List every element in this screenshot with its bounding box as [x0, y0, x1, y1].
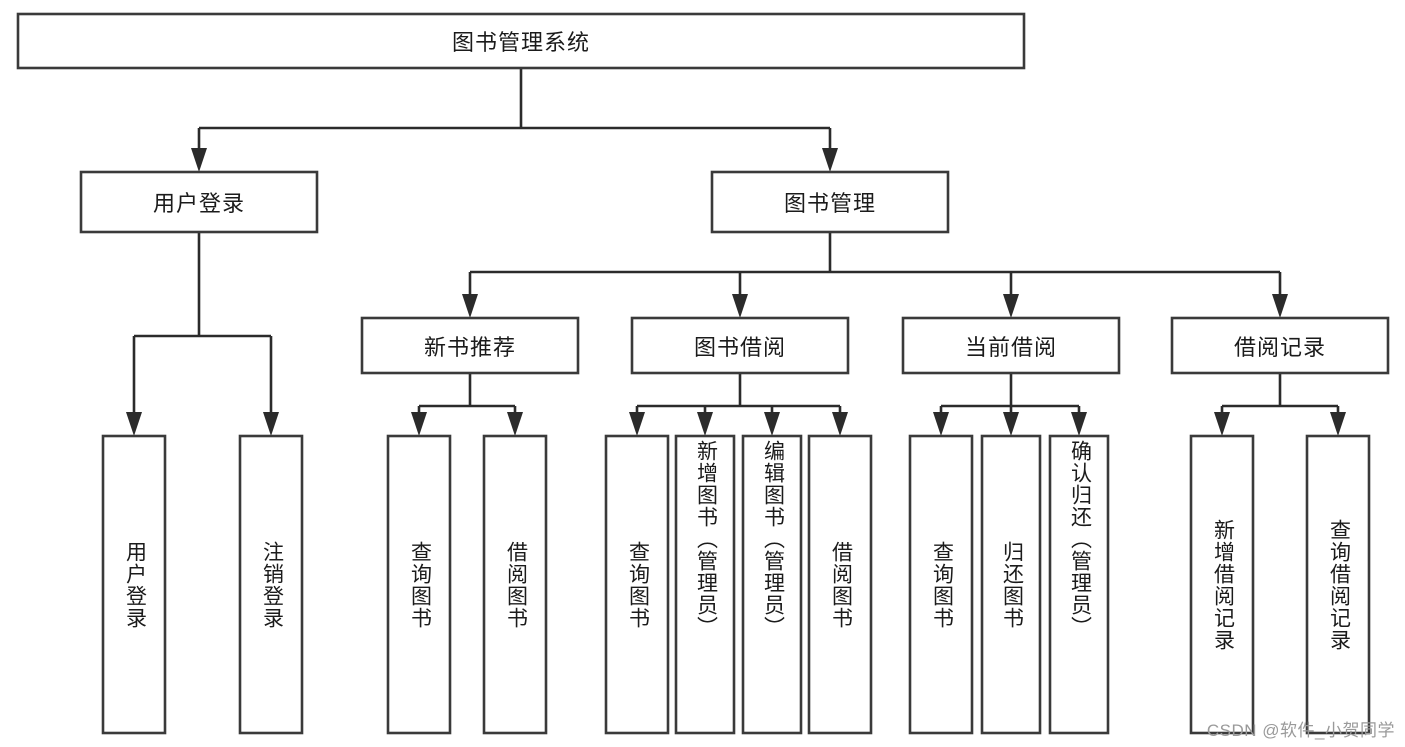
- arrow-head-icon: [411, 412, 427, 436]
- node-current-borrow[interactable]: [901, 316, 1121, 375]
- arrow-head-icon: [933, 412, 949, 436]
- watermark: CSDN @软件_小贺同学: [1206, 721, 1395, 740]
- arrow-head-icon: [832, 412, 848, 436]
- arrow-head-icon: [1003, 294, 1019, 318]
- connector-book-borrow-to-leaves: [629, 373, 848, 436]
- node-user-login[interactable]: [79, 170, 319, 234]
- leaf-borrow-records-1[interactable]: [1305, 434, 1371, 735]
- arrow-head-icon: [764, 412, 780, 436]
- arrow-head-icon: [1071, 412, 1087, 436]
- connector-user-login-to-leaves: [126, 232, 279, 436]
- arrow-head-icon: [507, 412, 523, 436]
- arrow-head-icon: [732, 294, 748, 318]
- connector-current-borrow-to-leaves: [933, 373, 1087, 436]
- arrow-head-icon: [1214, 412, 1230, 436]
- arrow-head-icon: [1330, 412, 1346, 436]
- arrow-head-icon: [697, 412, 713, 436]
- leaf-current-borrow-2[interactable]: [1048, 434, 1110, 735]
- arrow-head-icon: [629, 412, 645, 436]
- leaf-book-borrow-0[interactable]: [604, 434, 670, 735]
- node-book-management[interactable]: [710, 170, 950, 234]
- node-book-borrow[interactable]: [630, 316, 850, 375]
- connector-new-books-to-leaves: [411, 373, 523, 436]
- node-root[interactable]: [16, 12, 1026, 70]
- arrow-head-icon: [1003, 412, 1019, 436]
- leaf-book-borrow-1[interactable]: [674, 434, 736, 735]
- arrow-head-icon: [822, 148, 838, 172]
- arrow-head-icon: [191, 148, 207, 172]
- connector-root-to-level1: [191, 68, 838, 172]
- connector-book-mgmt-to-level2: [462, 232, 1288, 318]
- leaf-user-login-1[interactable]: [238, 434, 304, 735]
- arrow-head-icon: [1272, 294, 1288, 318]
- leaf-user-login-0[interactable]: [101, 434, 167, 735]
- leaf-current-borrow-1[interactable]: [980, 434, 1042, 735]
- node-borrow-records[interactable]: [1170, 316, 1390, 375]
- arrow-head-icon: [263, 412, 279, 436]
- leaf-book-borrow-2[interactable]: [741, 434, 803, 735]
- leaf-borrow-records-0[interactable]: [1189, 434, 1255, 735]
- connector-borrow-records-to-leaves: [1214, 373, 1346, 436]
- arrow-head-icon: [462, 294, 478, 318]
- leaf-current-borrow-0[interactable]: [908, 434, 974, 735]
- leaf-new-books-0[interactable]: [386, 434, 452, 735]
- node-new-book-recommend[interactable]: [360, 316, 580, 375]
- arrow-head-icon: [126, 412, 142, 436]
- leaf-book-borrow-3[interactable]: [807, 434, 873, 735]
- leaf-new-books-1[interactable]: [482, 434, 548, 735]
